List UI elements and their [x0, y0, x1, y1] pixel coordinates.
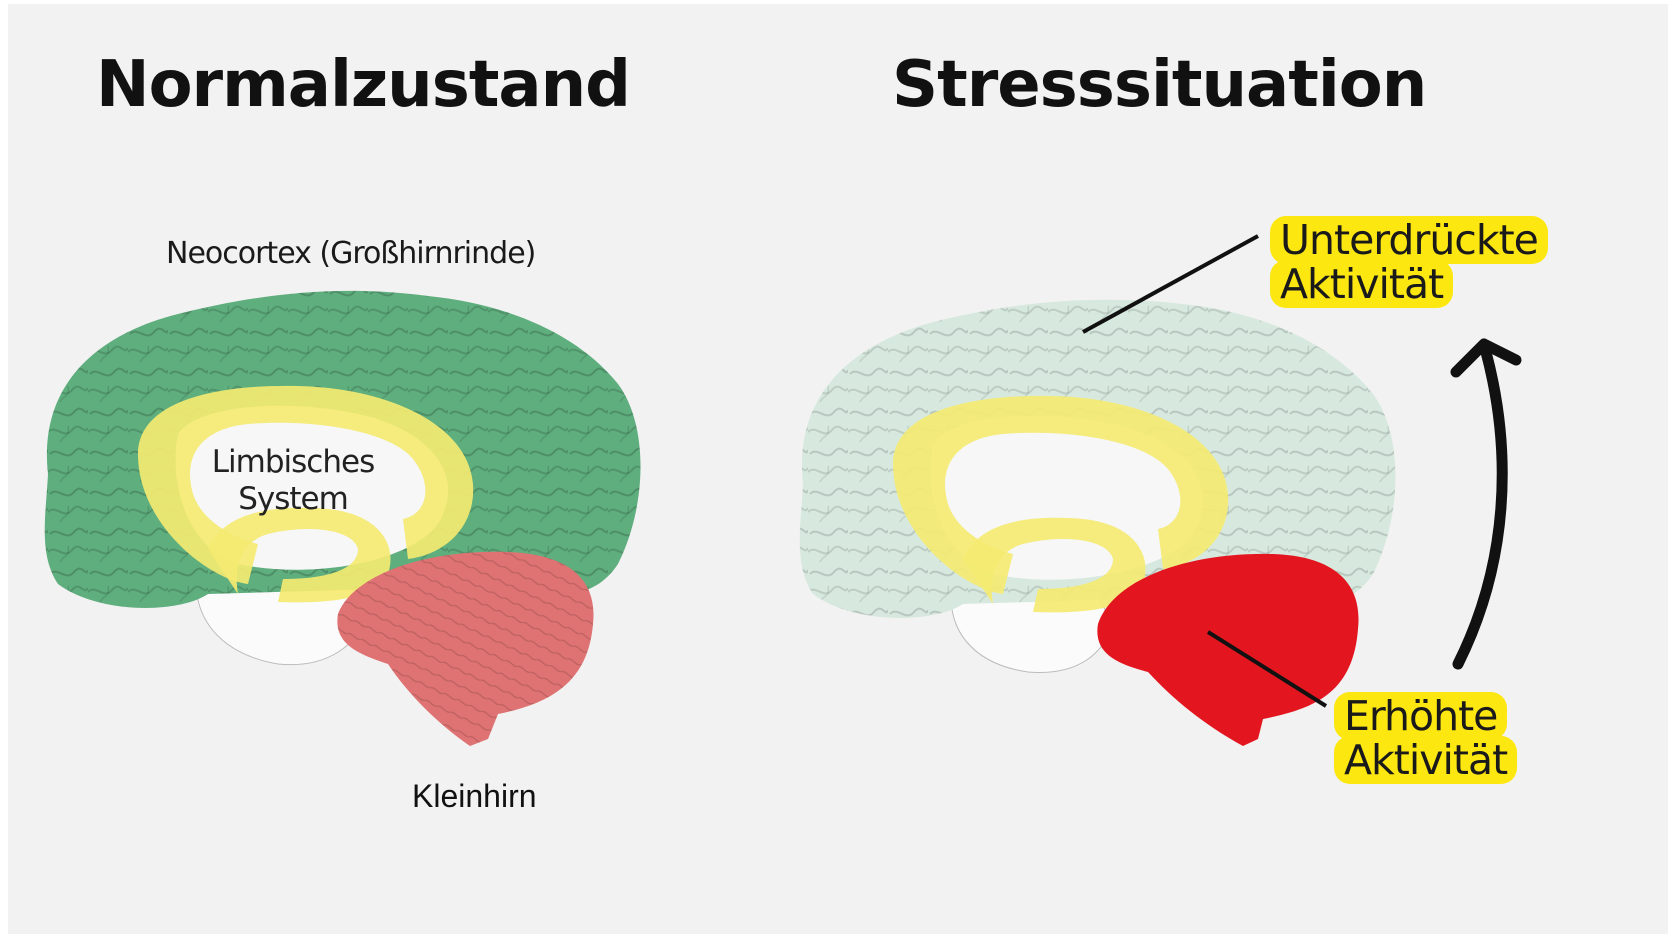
- highlight-increased-activity: Erhöhte Aktivität: [1334, 694, 1517, 782]
- title-stress-situation: Stresssituation: [892, 48, 1426, 122]
- title-normal-state: Normalzustand: [96, 48, 630, 122]
- diagram-canvas: Normalzustand Stresssituation Neocortex …: [8, 4, 1668, 934]
- label-neocortex: Neocortex (Großhirnrinde): [166, 236, 535, 271]
- label-limbic-line1: Limbisches: [198, 444, 388, 481]
- brain-stress: [800, 300, 1396, 746]
- label-cerebellum: Kleinhirn: [412, 778, 537, 815]
- cerebellum-stress: [1097, 554, 1358, 746]
- increased-line1: Erhöhte: [1334, 692, 1507, 740]
- label-limbic-system: Limbisches System: [198, 444, 388, 518]
- brain-normal: [45, 291, 641, 746]
- label-limbic-line2: System: [198, 481, 388, 518]
- highlight-suppressed-activity: Unterdrückte Aktivität: [1270, 218, 1548, 306]
- increased-line2: Aktivität: [1334, 736, 1517, 784]
- suppressed-line2: Aktivität: [1270, 260, 1453, 308]
- suppressed-line1: Unterdrückte: [1270, 216, 1548, 264]
- curved-up-arrow-icon: [1456, 344, 1516, 664]
